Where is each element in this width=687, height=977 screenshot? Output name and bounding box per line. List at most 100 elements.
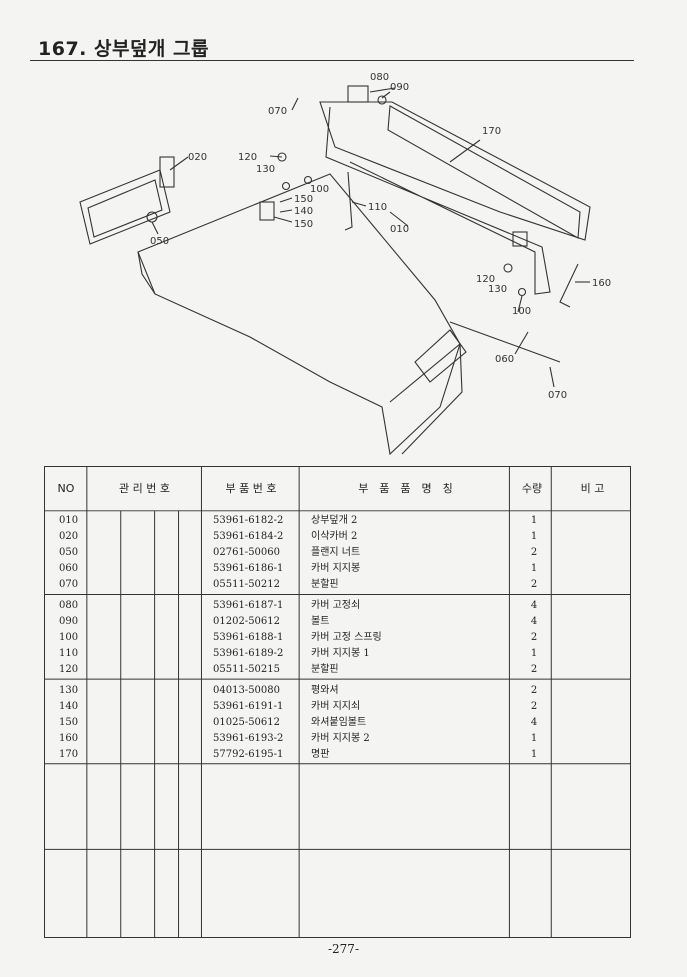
header-remark: 비 고 xyxy=(580,482,605,495)
header-mgmt-number: 관 리 번 호 xyxy=(119,482,170,495)
row-part-number: 05511-50215 xyxy=(213,664,281,675)
side-cover-020 xyxy=(79,169,171,245)
row-no: 120 xyxy=(59,664,79,675)
callout-080: 080 xyxy=(370,72,389,83)
header-no: NO xyxy=(57,482,75,495)
row-qty: 2 xyxy=(530,579,538,590)
row-part-name: 카버 지지봉 xyxy=(311,563,361,574)
row-qty: 2 xyxy=(530,701,538,712)
row-qty: 1 xyxy=(530,648,538,659)
page-number: -277- xyxy=(327,942,359,956)
page-title: 167. 상부덮개 그룹 xyxy=(38,38,209,60)
rear-plate-shape xyxy=(319,101,591,241)
row-part-name: 명판 xyxy=(311,749,330,760)
row-part-name: 볼트 xyxy=(311,616,330,627)
row-no: 150 xyxy=(59,717,79,728)
spring-100 xyxy=(303,175,313,185)
callout-100-top: 100 xyxy=(310,184,329,195)
table-grid xyxy=(45,467,630,937)
row-qty: 2 xyxy=(530,685,538,696)
callout-160: 160 xyxy=(592,278,611,289)
title-rule xyxy=(30,60,634,61)
row-no: 020 xyxy=(59,531,79,542)
row-part-number: 57792-6195-1 xyxy=(213,749,284,760)
row-part-name: 카버 지지쇠 xyxy=(311,701,361,712)
row-part-name: 평와셔 xyxy=(311,685,339,696)
callout-150-b: 150 xyxy=(294,219,313,230)
callout-100-right: 100 xyxy=(512,306,531,317)
row-no: 130 xyxy=(59,685,79,696)
row-qty: 2 xyxy=(530,632,538,643)
row-part-name: 분할핀 xyxy=(311,579,339,590)
row-part-name: 카버 고정 스프링 xyxy=(311,632,382,643)
row-no: 070 xyxy=(59,579,79,590)
callout-130-top: 130 xyxy=(256,164,275,175)
exploded-parts-diagram: 080 090 070 170 120 130 100 020 150 140 … xyxy=(30,62,634,462)
row-no: 140 xyxy=(59,701,79,712)
row-part-number: 53961-6189-2 xyxy=(213,648,284,659)
row-part-name: 분할핀 xyxy=(311,664,339,675)
nameplate-shape xyxy=(387,105,581,239)
row-part-name: 플랜지 너트 xyxy=(311,547,361,558)
row-part-number: 53961-6182-2 xyxy=(213,515,284,526)
row-part-number: 01025-50612 xyxy=(213,717,281,728)
row-no: 170 xyxy=(59,749,79,760)
cover-flap xyxy=(414,329,467,383)
cover-front-face xyxy=(389,342,463,455)
row-qty: 1 xyxy=(530,531,538,542)
row-qty: 2 xyxy=(530,664,538,675)
row-no: 080 xyxy=(59,600,79,611)
row-part-number: 02761-50060 xyxy=(213,547,281,558)
row-part-number: 05511-50212 xyxy=(213,579,281,590)
callout-120-right: 120 xyxy=(476,274,495,285)
row-no: 090 xyxy=(59,616,79,627)
row-part-name: 상부덮개 2 xyxy=(311,515,358,526)
bracket-140 xyxy=(259,201,275,221)
bolt-150 xyxy=(281,181,291,191)
row-no: 100 xyxy=(59,632,79,643)
header-part-name: 부 품 품 명 칭 xyxy=(358,482,453,495)
row-part-number: 04013-50080 xyxy=(213,685,281,696)
row-part-number: 53961-6193-2 xyxy=(213,733,284,744)
row-part-number: 53961-6187-1 xyxy=(213,600,284,611)
row-no: 160 xyxy=(59,733,79,744)
cover-body-shape xyxy=(137,173,461,456)
row-part-name: 와셔붙임볼트 xyxy=(311,717,367,728)
support-rod-060 xyxy=(449,321,561,363)
support-rod-160 xyxy=(559,263,579,308)
spring-100b xyxy=(517,287,527,297)
diagram-svg: 080 090 070 170 120 130 100 020 150 140 … xyxy=(79,72,611,456)
row-part-name: 카버 지지봉 2 xyxy=(311,733,370,744)
bracket-020 xyxy=(159,156,175,188)
callout-020: 020 xyxy=(188,152,207,163)
bracket-080 xyxy=(347,85,369,103)
callout-010: 010 xyxy=(390,224,409,235)
bracket-right xyxy=(512,231,528,247)
callout-110: 110 xyxy=(368,202,387,213)
row-part-name: 이삭카버 2 xyxy=(311,531,358,542)
row-part-number: 01202-50612 xyxy=(213,616,281,627)
header-qty: 수량 xyxy=(521,482,543,495)
row-qty: 4 xyxy=(530,600,538,611)
side-cover-020-inner xyxy=(87,179,163,238)
washer-130b xyxy=(503,263,513,273)
row-part-number: 53961-6191-1 xyxy=(213,701,284,712)
cover-top-edge xyxy=(137,251,156,295)
bolt-090 xyxy=(377,95,387,105)
row-qty: 4 xyxy=(530,717,538,728)
callout-150-a: 150 xyxy=(294,194,313,205)
callout-130-right: 130 xyxy=(488,284,507,295)
rear-frame xyxy=(325,106,551,295)
parts-table: NO 관 리 번 호 부 품 번 호 부 품 품 명 칭 수량 비 고 010 … xyxy=(44,466,631,938)
callout-090: 090 xyxy=(390,82,409,93)
callout-170: 170 xyxy=(482,126,501,137)
row-part-name: 카버 지지봉 1 xyxy=(311,648,370,659)
row-part-name: 카버 고정쇠 xyxy=(311,600,361,611)
row-no: 010 xyxy=(59,515,79,526)
callout-060: 060 xyxy=(495,354,514,365)
support-rod-110 xyxy=(344,171,353,231)
callout-140: 140 xyxy=(294,206,313,217)
row-no: 110 xyxy=(59,648,79,659)
row-no: 060 xyxy=(59,563,79,574)
callout-070-top: 070 xyxy=(268,106,287,117)
